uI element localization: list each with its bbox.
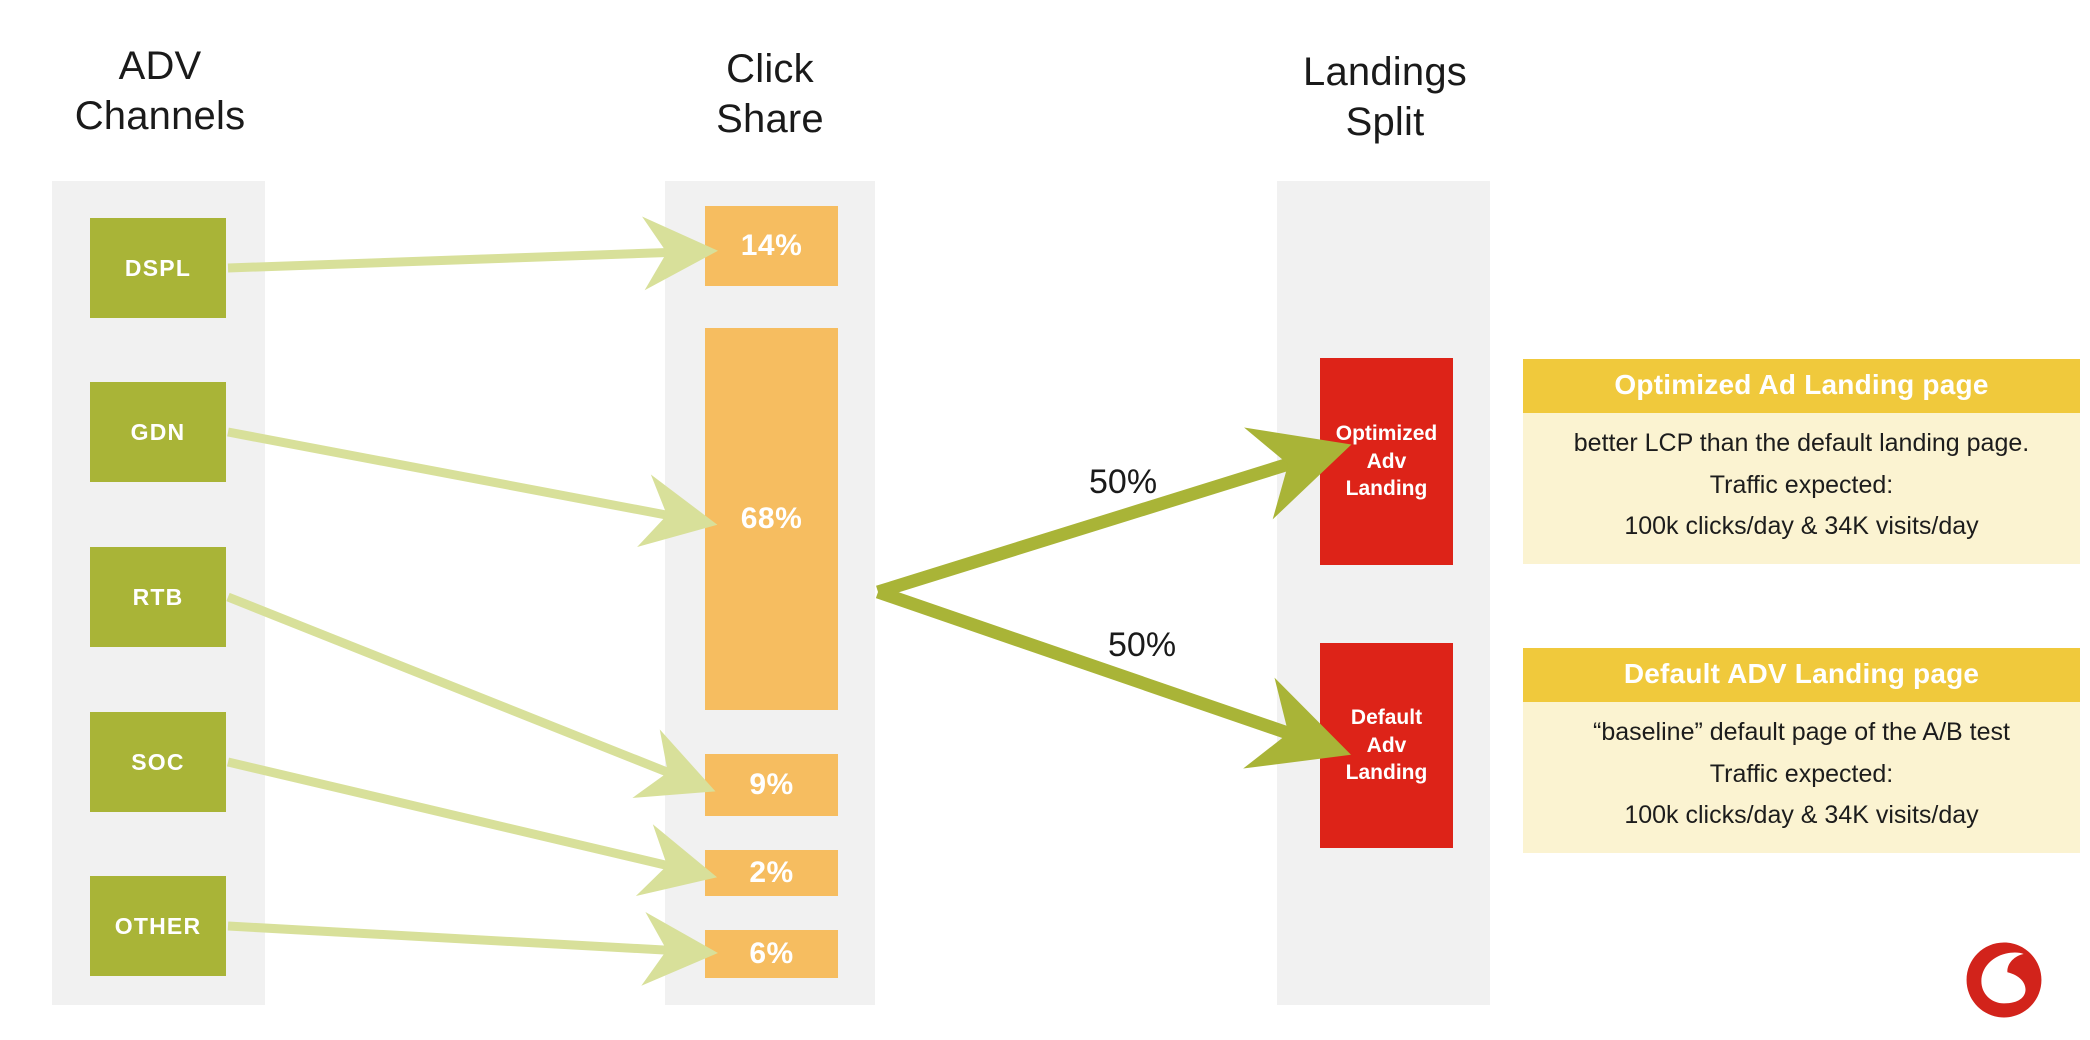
info-card-default-adv-landing-page: Default ADV Landing page “baseline” defa… [1523, 648, 2080, 853]
adv-channel-label: DSPL [124, 254, 192, 281]
arrow-dspl-to-14 [227, 216, 718, 291]
column-title-landings-split: Landings Split [1250, 48, 1520, 147]
click-share-value: 68% [740, 502, 803, 535]
split-label-bottom: 50% [1108, 626, 1177, 664]
arrow-other-to-6 [227, 912, 718, 986]
adv-channel-label: SOC [131, 748, 185, 775]
split-label-top: 50% [1089, 463, 1158, 501]
info-card-line2: Traffic expected: [1709, 759, 1894, 788]
adv-channel-label: GDN [130, 418, 186, 445]
click-share-bar-68[interactable]: 68% [705, 328, 838, 710]
info-card-body: “baseline” default page of the A/B test … [1523, 702, 2080, 853]
landing-box-optimized-adv-landing[interactable]: Optimized Adv Landing [1320, 358, 1453, 565]
adv-channel-label: OTHER [114, 912, 202, 939]
column-title-landings-line1: Landings [1303, 50, 1467, 94]
arrow-rtb-to-9 [226, 592, 716, 798]
landing-label-line1: Default [1350, 705, 1423, 729]
arrow-soc-to-2 [226, 757, 718, 897]
click-share-bar-9[interactable]: 9% [705, 754, 838, 816]
column-title-click-line2: Share [716, 96, 824, 141]
panel-landings-split [1277, 181, 1490, 1005]
column-title-click-share: Click Share [640, 45, 900, 144]
info-card-heading: Optimized Ad Landing page [1523, 359, 2080, 413]
info-card-line1: “baseline” default page of the A/B test [1593, 718, 2010, 746]
arrow-split-bottom [875, 585, 1352, 769]
click-share-bar-2[interactable]: 2% [705, 850, 838, 896]
click-share-bar-6[interactable]: 6% [705, 930, 838, 978]
landing-label-line1: Optimized [1335, 421, 1438, 445]
info-card-line1: better LCP than the default landing page… [1573, 429, 2030, 457]
column-title-click-line1: Click [726, 47, 814, 91]
landing-label-line3: Landing [1345, 477, 1428, 501]
column-title-adv-line2: Channels [74, 93, 246, 138]
click-share-value: 2% [749, 856, 794, 889]
vodafone-logo-icon [1966, 942, 2042, 1018]
adv-channel-label: RTB [132, 583, 184, 610]
click-share-value: 6% [749, 937, 794, 970]
landing-label-line2: Adv [1366, 733, 1407, 757]
arrow-gdn-to-68 [227, 427, 718, 548]
adv-channel-box-rtb[interactable]: RTB [90, 547, 226, 647]
column-title-landings-line2: Split [1345, 99, 1425, 144]
info-card-line3: 100k clicks/day & 34K visits/day [1624, 512, 1979, 540]
adv-channel-box-dspl[interactable]: DSPL [90, 218, 226, 318]
landing-box-default-adv-landing[interactable]: Default Adv Landing [1320, 643, 1453, 848]
info-card-heading: Default ADV Landing page [1523, 648, 2080, 702]
adv-channel-box-soc[interactable]: SOC [90, 712, 226, 812]
info-card-line3: 100k clicks/day & 34K visits/day [1624, 801, 1979, 829]
click-share-bar-14[interactable]: 14% [705, 206, 838, 286]
info-card-body: better LCP than the default landing page… [1523, 413, 2080, 564]
info-card-optimized-ad-landing-page: Optimized Ad Landing page better LCP tha… [1523, 359, 2080, 564]
click-share-value: 9% [749, 768, 794, 801]
column-title-adv-line1: ADV [118, 44, 202, 88]
info-card-line2: Traffic expected: [1709, 470, 1894, 499]
landing-label-line2: Adv [1366, 449, 1407, 473]
adv-channel-box-gdn[interactable]: GDN [90, 382, 226, 482]
column-title-adv-channels: ADV Channels [10, 42, 310, 141]
click-share-value: 14% [740, 229, 803, 262]
landing-label-line3: Landing [1345, 761, 1428, 785]
adv-channel-box-other[interactable]: OTHER [90, 876, 226, 976]
